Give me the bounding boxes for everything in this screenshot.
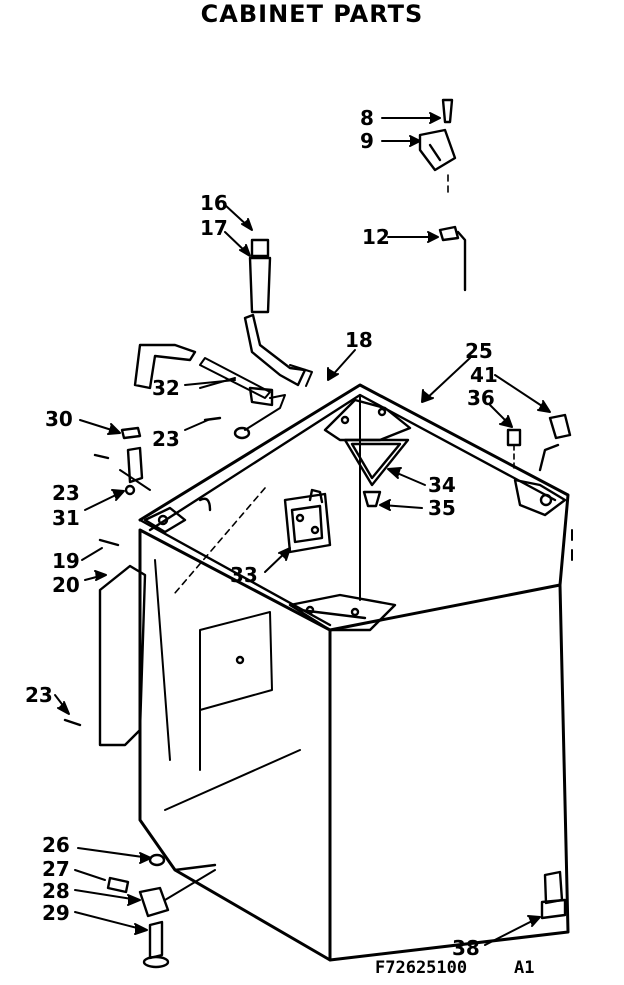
- callout-20: 20: [52, 573, 80, 597]
- callout-29: 29: [42, 901, 70, 925]
- callout-8: 8: [360, 106, 374, 130]
- leader-lines: [54, 112, 551, 946]
- callout-31: 31: [52, 506, 80, 530]
- callout-33: 33: [230, 563, 258, 587]
- callout-23-upper: 23: [152, 427, 180, 451]
- callout-32: 32: [152, 376, 180, 400]
- suspension-triangle: [343, 438, 410, 508]
- callout-41: 41: [470, 363, 498, 387]
- callout-18: 18: [345, 328, 373, 352]
- callout-23-lower: 23: [25, 683, 53, 707]
- callout-16: 16: [200, 191, 228, 215]
- fill-hose: [133, 238, 313, 440]
- callout-30: 30: [45, 407, 73, 431]
- callout-34: 34: [428, 473, 456, 497]
- callout-12: 12: [362, 225, 390, 249]
- callout-28: 28: [42, 879, 70, 903]
- top-right-parts: [506, 413, 572, 471]
- revision-code: A1: [514, 958, 535, 978]
- lid-hinge-parts: [418, 98, 467, 292]
- callout-38: 38: [452, 936, 480, 960]
- diagram-title: CABINET PARTS: [200, 0, 424, 28]
- callout-36: 36: [467, 386, 495, 410]
- callout-9: 9: [360, 129, 374, 153]
- cabinet: [138, 383, 573, 962]
- water-valve: [174, 487, 332, 594]
- callout-17: 17: [200, 216, 228, 240]
- callout-27: 27: [42, 857, 70, 881]
- bottom-parts: [106, 853, 567, 969]
- callout-23-left: 23: [52, 481, 80, 505]
- callout-labels: 8 9 12 16 17 18 25 41 36 30 32 23 34 35 …: [25, 106, 498, 960]
- callout-35: 35: [428, 496, 456, 520]
- left-panel-parts: [63, 416, 222, 747]
- callout-19: 19: [52, 549, 80, 573]
- callout-25: 25: [465, 339, 493, 363]
- drawing-number: F72625100: [375, 958, 468, 978]
- callout-26: 26: [42, 833, 70, 857]
